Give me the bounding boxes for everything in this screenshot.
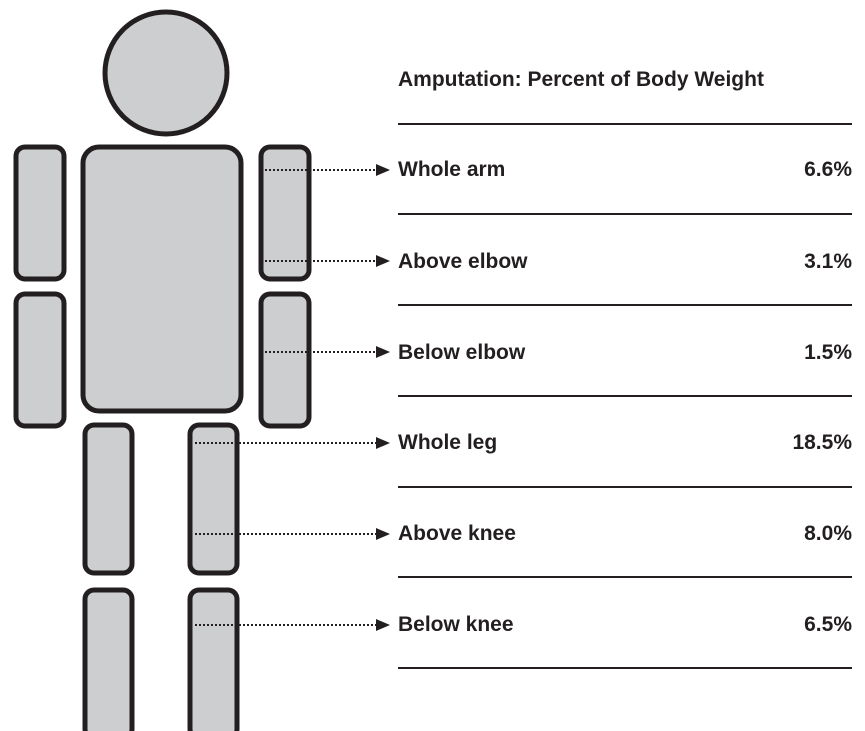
table-rule [398,576,852,578]
table-rule [398,213,852,215]
left-shin [190,590,237,731]
arrowhead-icon [376,528,390,540]
row-label-below-knee: Below knee [398,613,514,637]
table-rule [398,304,852,306]
left-thigh [190,425,237,573]
table-title: Amputation: Percent of Body Weight [398,68,764,92]
row-label-below-elbow: Below elbow [398,341,525,365]
row-value-whole-leg: 18.5% [792,431,852,455]
arrowhead-icon [376,619,390,631]
arrowhead-icon [376,164,390,176]
row-label-whole-arm: Whole arm [398,158,505,182]
row-value-above-knee: 8.0% [804,522,852,546]
row-label-whole-leg: Whole leg [398,431,497,455]
left-lower-arm [261,294,309,426]
torso [83,147,241,411]
right-lower-arm [16,294,64,426]
row-label-above-knee: Above knee [398,522,516,546]
arrowhead-icon [376,346,390,358]
row-value-above-elbow: 3.1% [804,250,852,274]
head [105,12,227,134]
arrowhead-icon [376,437,390,449]
right-upper-arm [16,147,64,279]
left-upper-arm [261,147,309,279]
right-thigh [85,425,132,573]
right-shin [85,590,132,731]
row-label-above-elbow: Above elbow [398,250,528,274]
row-value-below-knee: 6.5% [804,613,852,637]
table-rule [398,667,852,669]
table-rule [398,123,852,125]
row-value-whole-arm: 6.6% [804,158,852,182]
table-rule [398,395,852,397]
row-value-below-elbow: 1.5% [804,341,852,365]
table-rule [398,486,852,488]
arrowhead-icon [376,255,390,267]
